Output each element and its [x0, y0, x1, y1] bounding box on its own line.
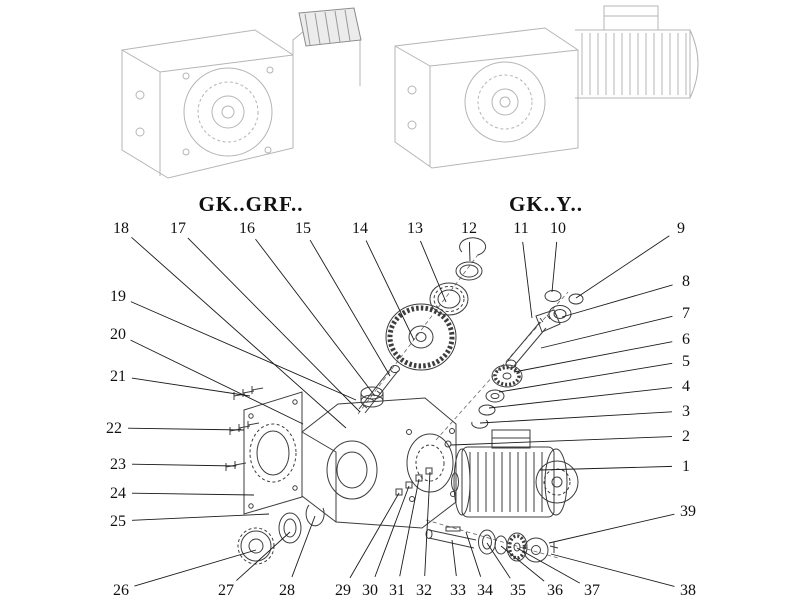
leader-line-6 [513, 341, 673, 373]
part-number-37: 37 [584, 582, 600, 599]
part-number-22: 22 [106, 420, 122, 437]
leader-line-39 [548, 513, 675, 544]
leader-line-20 [130, 339, 304, 425]
part-number-21: 21 [110, 368, 126, 385]
electric-motor [451, 429, 579, 518]
part-number-2: 2 [682, 428, 690, 445]
part-number-34: 34 [477, 582, 493, 599]
input-pinion-stack [471, 290, 584, 429]
part-number-25: 25 [110, 513, 126, 530]
leader-line-5 [498, 362, 673, 393]
leader-line-11 [522, 241, 533, 319]
leader-line-9 [575, 235, 670, 299]
part-number-10: 10 [550, 220, 566, 237]
leader-line-16 [255, 238, 376, 397]
part-number-1: 1 [682, 458, 690, 475]
part-number-11: 11 [513, 220, 528, 237]
input-cap [298, 7, 362, 47]
leader-line-24 [131, 492, 255, 496]
leader-line-37 [516, 547, 581, 584]
part-number-17: 17 [170, 220, 186, 237]
part-number-15: 15 [295, 220, 311, 237]
part-number-26: 26 [113, 582, 129, 599]
leader-line-31 [399, 478, 420, 577]
leader-line-27 [236, 531, 291, 581]
motor-mounting-bolts [395, 467, 433, 496]
leader-line-30 [374, 485, 410, 578]
part-number-7: 7 [682, 305, 690, 322]
leader-line-13 [419, 240, 447, 303]
leader-line-28 [291, 515, 316, 578]
model-label-gk-y: GK..Y.. [509, 192, 583, 216]
part-number-5: 5 [682, 353, 690, 370]
leader-line-35 [486, 542, 511, 579]
intermediate-shaft [358, 365, 400, 414]
part-number-8: 8 [682, 273, 690, 290]
leader-line-32 [424, 471, 431, 577]
leader-line-12 [468, 241, 471, 262]
leader-line-33 [451, 539, 457, 577]
upper-bearing [429, 282, 469, 316]
leader-line-8 [561, 284, 673, 318]
leader-line-10 [551, 241, 558, 293]
leader-line-22 [127, 427, 245, 431]
part-number-3: 3 [682, 403, 690, 420]
part-number-36: 36 [547, 582, 563, 599]
leader-line-21 [131, 377, 251, 397]
part-number-23: 23 [110, 456, 126, 473]
leader-line-19 [130, 301, 357, 401]
exploded-view [225, 237, 584, 565]
vent-plug [444, 440, 452, 448]
part-number-27: 27 [218, 582, 234, 599]
mounting-flange [243, 391, 303, 515]
intermediate-gear [385, 303, 457, 371]
leader-line-25 [131, 513, 270, 521]
leader-line-7 [540, 315, 673, 349]
part-number-32: 32 [416, 582, 432, 599]
assembled-view-gk-y [394, 5, 699, 169]
assembled-view-gk-grf [121, 7, 362, 179]
part-number-12: 12 [461, 220, 477, 237]
model-label-gk-grf: GK..GRF.. [198, 192, 304, 216]
leader-line-34 [465, 531, 482, 577]
part-number-16: 16 [239, 220, 255, 237]
leader-line-1 [539, 465, 673, 471]
part-number-29: 29 [335, 582, 351, 599]
part-number-30: 30 [362, 582, 378, 599]
leader-line-38 [550, 553, 675, 587]
part-number-33: 33 [450, 582, 466, 599]
part-number-6: 6 [682, 331, 690, 348]
part-number-39: 39 [680, 503, 696, 520]
part-number-28: 28 [279, 582, 295, 599]
leader-line-4 [488, 387, 673, 409]
part-number-20: 20 [110, 326, 126, 343]
flange-bolts [225, 386, 264, 471]
leader-line-23 [131, 463, 237, 467]
part-number-19: 19 [110, 288, 126, 305]
motor-ghost [575, 5, 699, 99]
part-number-18: 18 [113, 220, 129, 237]
leader-line-17 [187, 237, 361, 413]
leader-line-29 [349, 492, 400, 579]
leader-line-18 [131, 236, 347, 429]
leader-line-15 [309, 239, 391, 377]
part-number-14: 14 [352, 220, 368, 237]
part-number-35: 35 [510, 582, 526, 599]
part-number-38: 38 [680, 582, 696, 599]
leader-line-3 [479, 411, 673, 424]
part-number-9: 9 [677, 220, 685, 237]
part-number-24: 24 [110, 485, 126, 502]
part-number-13: 13 [407, 220, 423, 237]
retaining-rings-top [455, 237, 487, 281]
leader-line-14 [365, 240, 415, 341]
leader-line-2 [450, 436, 673, 446]
part-number-4: 4 [682, 378, 690, 395]
part-number-31: 31 [389, 582, 405, 599]
leader-line-26 [134, 549, 257, 587]
leader-line-36 [500, 545, 545, 582]
